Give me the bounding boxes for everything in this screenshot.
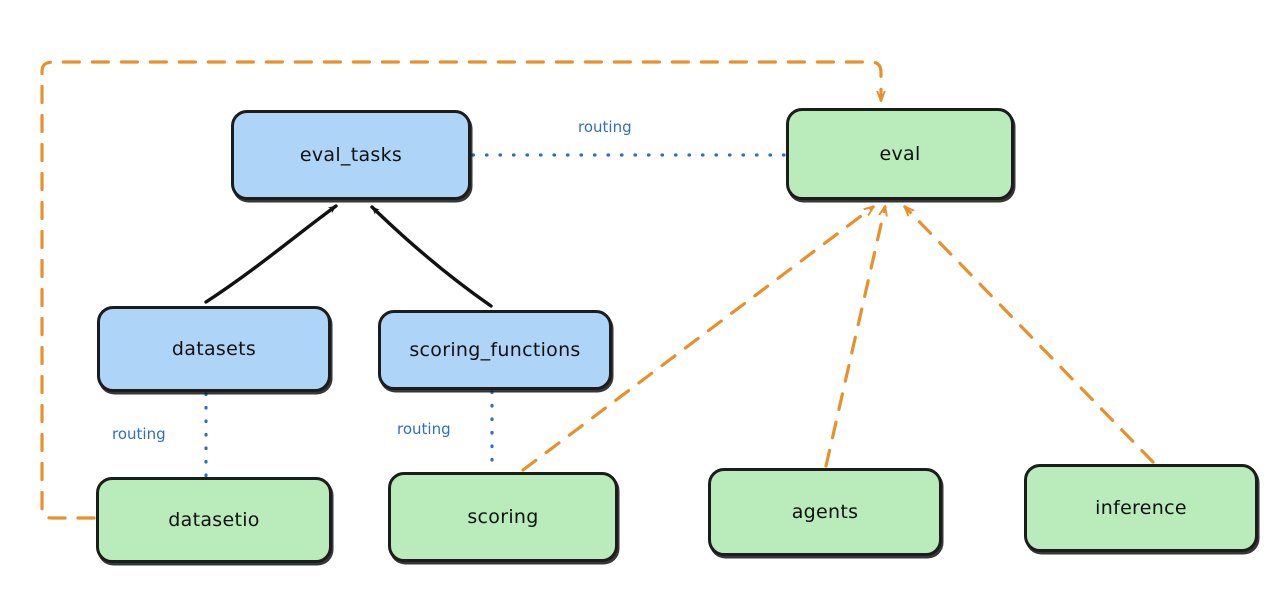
node-scoring-functions[interactable]: scoring_functions	[378, 310, 612, 390]
node-eval-tasks[interactable]: eval_tasks	[231, 110, 471, 200]
node-label-scoring: scoring	[467, 505, 539, 528]
node-label-eval: eval	[879, 142, 921, 165]
edge-scoring-functions-to-eval-tasks	[370, 205, 493, 308]
node-inference[interactable]: inference	[1024, 464, 1258, 552]
node-label-agents: agents	[791, 500, 859, 523]
edge-label-routing-eval-tasks-eval: routing	[578, 118, 632, 136]
node-label-datasetio: datasetio	[168, 508, 260, 531]
edge-inference-to-eval-dependency	[905, 207, 1155, 464]
node-datasets[interactable]: datasets	[97, 306, 331, 392]
node-label-datasets: datasets	[171, 337, 257, 360]
edge-scoring-to-eval-dependency	[521, 205, 873, 472]
edge-label-routing-scoring-functions-scoring: routing	[397, 420, 451, 438]
edge-datasetio-to-eval-dependency	[40, 60, 881, 520]
edge-label-routing-datasets-datasetio: routing	[112, 425, 166, 443]
node-label-eval-tasks: eval_tasks	[299, 143, 403, 166]
node-eval[interactable]: eval	[786, 108, 1014, 200]
edge-agents-to-eval-dependency	[824, 207, 885, 468]
node-label-scoring-functions: scoring_functions	[409, 338, 581, 361]
node-datasetio[interactable]: datasetio	[96, 477, 332, 563]
node-label-inference: inference	[1095, 496, 1187, 519]
edge-datasets-to-eval-tasks	[204, 204, 338, 304]
node-agents[interactable]: agents	[708, 468, 942, 556]
node-scoring[interactable]: scoring	[388, 472, 618, 562]
